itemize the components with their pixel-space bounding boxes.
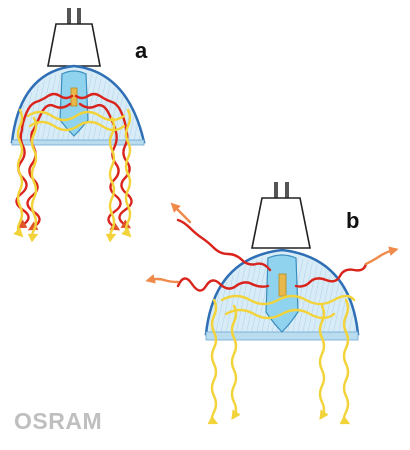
halogen-lamp-b-icon [204, 182, 360, 341]
brand-logo: OSRAM [14, 408, 103, 434]
lamp-a-pin-right [77, 8, 81, 24]
label-b: b [346, 208, 360, 233]
lamp-a-light-rays [13, 108, 132, 243]
lamp-b-filament [278, 273, 287, 297]
lamp-a-pin-left [67, 8, 71, 24]
lamp-b-front-glass [205, 331, 359, 341]
lamp-a-front-glass [11, 139, 145, 146]
lamp-b-light-rays [207, 294, 356, 425]
lamp-b-pin-right [285, 182, 289, 198]
lamp-b-heat-rays [145, 202, 399, 292]
lamp-b-pin-left [274, 182, 278, 198]
label-a: a [135, 38, 148, 63]
lamp-a-neck [47, 23, 101, 67]
lamp-b-neck [251, 197, 311, 249]
